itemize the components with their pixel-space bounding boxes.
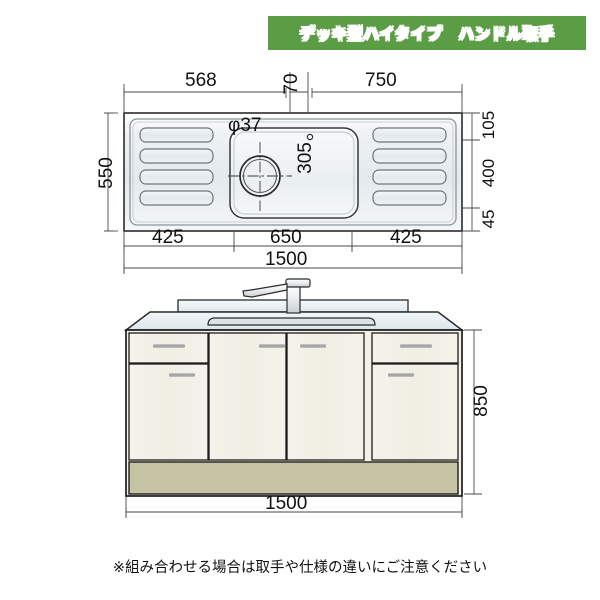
center-right-door-handle xyxy=(300,344,326,348)
dim-top-view-total-1500: 1500 xyxy=(265,249,308,270)
center-left-door xyxy=(208,332,287,461)
dim-front-height-850: 850 xyxy=(471,385,492,417)
drain-hole xyxy=(228,142,292,211)
sink-top-view-body xyxy=(123,112,463,232)
sink-recess-front xyxy=(207,317,376,326)
dim-right-45: 45 xyxy=(479,209,498,229)
banner-label: デッキ型ハイタイプ ハンドル取手 xyxy=(299,26,555,43)
top-view-dim-lines xyxy=(104,72,480,274)
left-door xyxy=(128,363,209,461)
dim-bottom-center-650: 650 xyxy=(270,227,302,248)
right-drainboard-ribs xyxy=(372,127,447,206)
right-door-handle xyxy=(388,373,414,377)
right-drawer-handle xyxy=(400,344,432,348)
left-door-handle xyxy=(169,373,195,377)
center-left-door-handle xyxy=(259,344,285,348)
right-drawer xyxy=(371,332,459,364)
dim-top-right: 750 xyxy=(365,70,397,91)
dim-right-400: 400 xyxy=(479,158,498,188)
faucet-hole xyxy=(306,133,314,141)
dim-top-left: 568 xyxy=(185,70,217,91)
front-view-dim-lines xyxy=(125,329,482,518)
dim-front-width-1500: 1500 xyxy=(265,493,308,514)
dim-drain-diameter: φ37 xyxy=(228,115,262,136)
dim-drain-offset-305: 305 xyxy=(295,142,316,174)
left-drawer-handle xyxy=(153,344,185,348)
product-type-banner: デッキ型ハイタイプ ハンドル取手 xyxy=(268,16,586,50)
left-drainboard-ribs xyxy=(139,127,214,206)
dim-left-550: 550 xyxy=(96,157,117,189)
dim-top-center-70: 70 xyxy=(281,73,302,95)
center-sink-basin xyxy=(229,127,359,219)
kickplate xyxy=(128,461,459,495)
dim-right-105: 105 xyxy=(479,110,498,140)
dim-bottom-left-425: 425 xyxy=(152,227,184,248)
right-door xyxy=(371,363,459,461)
cabinet-front-view xyxy=(123,278,465,497)
footnote: ※組み合わせる場合は取手や仕様の違いにご注意ください xyxy=(112,560,488,576)
center-right-door xyxy=(286,332,365,461)
single-lever-faucet xyxy=(242,278,311,314)
dim-bottom-right-425: 425 xyxy=(390,227,422,248)
